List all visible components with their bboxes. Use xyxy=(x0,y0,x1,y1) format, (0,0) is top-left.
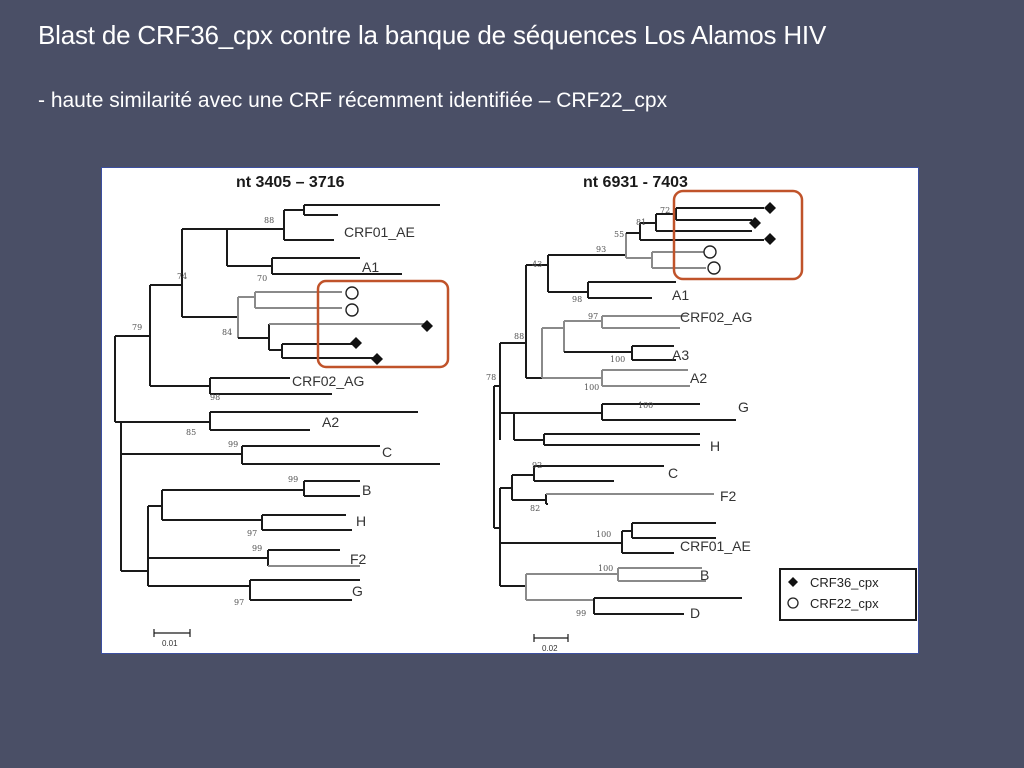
left-crf36-marker xyxy=(350,337,362,349)
right-boot-100c: 100 xyxy=(638,401,653,410)
left-boot-79: 79 xyxy=(132,323,142,332)
right-leaf-d: D xyxy=(690,605,700,621)
right-leaf-h: H xyxy=(710,438,720,454)
right-boot-98: 98 xyxy=(572,295,582,304)
left-tree: nt 3405 – 3716 xyxy=(114,174,450,648)
right-crf36-marker xyxy=(764,233,776,245)
left-tree-title: nt 3405 – 3716 xyxy=(236,174,345,191)
slide-title: Blast de CRF36_cpx contre la banque de s… xyxy=(38,20,827,50)
right-tree-title: nt 6931 - 7403 xyxy=(583,174,688,191)
left-boot-85: 85 xyxy=(186,428,196,437)
legend-crf22-icon xyxy=(787,597,799,609)
legend-crf22-label: CRF22_cpx xyxy=(810,596,879,611)
left-leaf-crf02-ag: CRF02_AG xyxy=(292,373,364,389)
left-highlight-box xyxy=(316,279,450,369)
left-boot-70: 70 xyxy=(257,274,267,283)
legend-box xyxy=(779,568,917,621)
right-boot-99: 99 xyxy=(576,609,586,618)
right-leaf-a2: A2 xyxy=(690,370,707,386)
right-leaf-a1: A1 xyxy=(672,287,689,303)
left-crf22-marker xyxy=(345,286,359,300)
right-leaf-a3: A3 xyxy=(672,347,689,363)
right-leaf-crf01-ae: CRF01_AE xyxy=(680,538,751,554)
left-boot-99b: 99 xyxy=(288,475,298,484)
left-boot-88: 88 xyxy=(264,216,274,225)
right-crf36-marker xyxy=(749,217,761,229)
left-boot-84: 84 xyxy=(222,328,232,337)
right-boot-100b: 100 xyxy=(584,383,599,392)
left-boot-97b: 97 xyxy=(234,598,244,607)
left-crf36-marker xyxy=(421,320,433,332)
left-leaf-a2: A2 xyxy=(322,414,339,430)
right-crf22-marker xyxy=(707,261,721,275)
phylogenetic-figure: nt 3405 – 3716 xyxy=(101,167,919,654)
right-leaf-b: B xyxy=(700,567,709,583)
left-leaf-h: H xyxy=(356,513,366,529)
right-tree: nt 6931 - 7403 xyxy=(486,174,917,653)
left-leaf-c: C xyxy=(382,444,392,460)
left-boot-74: 74 xyxy=(177,272,187,281)
right-boot-100e: 100 xyxy=(598,564,613,573)
left-crf36-marker xyxy=(371,353,383,365)
right-boot-78: 78 xyxy=(486,373,496,382)
left-boot-99c: 99 xyxy=(252,544,262,553)
right-crf36-marker xyxy=(764,202,776,214)
left-leaf-g: G xyxy=(352,583,363,599)
left-scale-label: 0.01 xyxy=(162,639,178,648)
left-boot-98: 98 xyxy=(210,393,220,402)
right-scale-label: 0.02 xyxy=(542,644,558,653)
right-leaf-g: G xyxy=(738,399,749,415)
right-boot-72: 72 xyxy=(660,206,670,215)
left-boot-99a: 99 xyxy=(228,440,238,449)
right-boot-43: 43 xyxy=(532,260,542,269)
right-boot-81: 81 xyxy=(636,218,646,227)
right-boot-82: 82 xyxy=(530,504,540,513)
left-leaf-a1: A1 xyxy=(362,259,379,275)
left-leaf-b: B xyxy=(362,482,371,498)
right-boot-55: 55 xyxy=(614,230,624,239)
right-leaf-f2: F2 xyxy=(720,488,737,504)
right-leaf-crf02-ag: CRF02_AG xyxy=(680,309,752,325)
right-crf22-marker xyxy=(703,245,717,259)
right-boot-100d: 100 xyxy=(596,530,611,539)
right-highlight-box xyxy=(672,189,804,281)
left-leaf-crf01-ae: CRF01_AE xyxy=(344,224,415,240)
right-leaf-c: C xyxy=(668,465,678,481)
left-boot-97a: 97 xyxy=(247,529,257,538)
legend-crf36-icon xyxy=(788,577,798,587)
phylogenetic-trees-svg: nt 3405 – 3716 xyxy=(114,174,917,653)
legend-crf36-label: CRF36_cpx xyxy=(810,575,879,590)
right-scale-bar xyxy=(533,634,569,642)
left-leaf-f2: F2 xyxy=(350,551,367,567)
right-boot-88: 88 xyxy=(514,332,524,341)
slide-bullet: - haute similarité avec une CRF récemmen… xyxy=(38,89,668,112)
left-crf22-marker xyxy=(345,303,359,317)
right-boot-92: 92 xyxy=(532,461,542,470)
right-boot-97: 97 xyxy=(588,312,598,321)
right-boot-93: 93 xyxy=(596,245,606,254)
left-scale-bar xyxy=(153,629,191,637)
right-boot-100a: 100 xyxy=(610,355,625,364)
